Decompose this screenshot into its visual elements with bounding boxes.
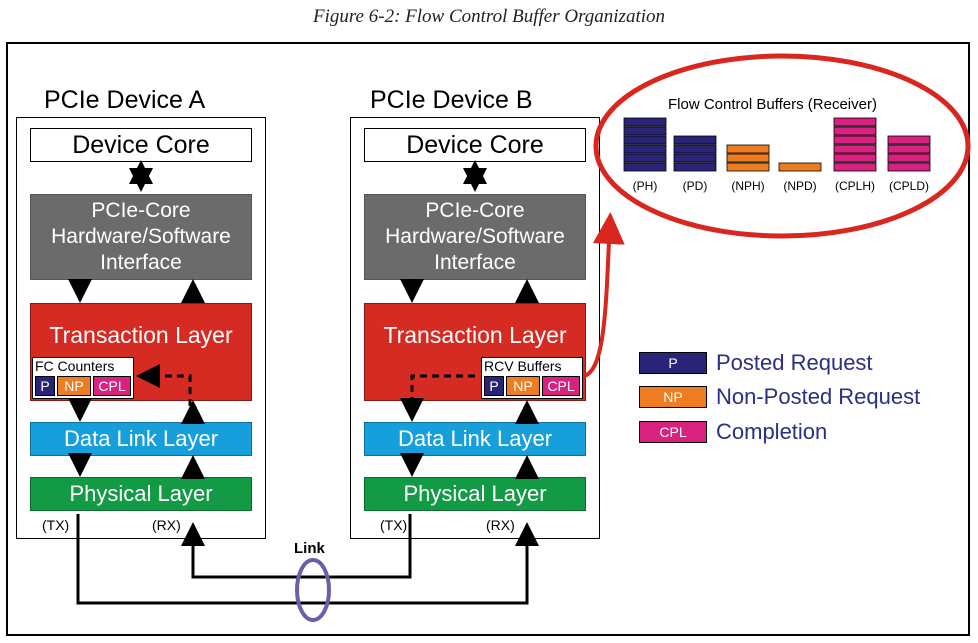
buffer-slot (887, 135, 931, 145)
legend-chip-np: NP (639, 386, 707, 408)
device-a-interface-line1: PCIe-Core (91, 199, 191, 222)
device-a-interface: PCIe-Core Hardware/Software Interface (30, 194, 252, 280)
device-a-physical-layer: Physical Layer (30, 477, 252, 511)
buffer-slot (887, 153, 931, 163)
device-b-tx-label: (TX) (380, 517, 408, 533)
a-fc-update-path (136, 364, 192, 418)
buffers-title: Flow Control Buffers (Receiver) (668, 96, 877, 113)
buffer-slot (623, 144, 667, 154)
buffer-slot (778, 162, 822, 172)
device-b-core: Device Core (364, 128, 586, 162)
buffers-callout-arrow (583, 212, 625, 378)
device-a-tx-label: (TX) (42, 517, 70, 533)
link-a-to-b-wire (76, 514, 539, 605)
chip-p: P (484, 376, 504, 396)
buffers-callout-ellipse (593, 53, 971, 239)
buffer-slot (833, 153, 877, 163)
device-a-title: PCIe Device A (44, 86, 206, 114)
legend-chip-p: P (639, 352, 707, 374)
buffer-slot (833, 162, 877, 172)
chip-p: P (35, 376, 55, 396)
buffer-slot (887, 144, 931, 154)
device-a-rx-label: (RX) (152, 517, 181, 533)
buffer-slot (833, 126, 877, 136)
legend-label-posted: Posted Request (716, 350, 873, 375)
buffer-label: (NPH) (731, 179, 765, 193)
buffer-label: (NPD) (783, 179, 817, 193)
buffer-slot (673, 135, 717, 145)
buffer-label: (PD) (682, 179, 708, 193)
rcv-buffers-label: RCV Buffers (484, 358, 562, 374)
buffer-slot (726, 144, 770, 154)
device-b-interface: PCIe-Core Hardware/Software Interface (364, 194, 586, 280)
chip-np: NP (57, 376, 91, 396)
buffer-slot (833, 117, 877, 127)
device-b-rx-label: (RX) (486, 517, 515, 533)
buffer-slot (887, 162, 931, 172)
device-b-physical-layer: Physical Layer (364, 477, 586, 511)
device-a-core: Device Core (30, 128, 252, 162)
device-a-interface-line2: Hardware/Software (51, 225, 231, 248)
link-label: Link (294, 540, 325, 557)
device-b-interface-line1: PCIe-Core (425, 199, 525, 222)
buffer-slot (726, 153, 770, 163)
device-b-rcv-buffers: RCV Buffers P NP CPL (481, 357, 583, 399)
buffer-label: (CPLH) (834, 179, 875, 193)
buffer-slot (623, 153, 667, 163)
buffer-slot (623, 162, 667, 172)
b-fc-update-path (410, 374, 478, 416)
device-a-interface-line3: Interface (100, 251, 182, 274)
buffer-slot (623, 135, 667, 145)
buffer-slot (673, 153, 717, 163)
buffer-stacks (623, 117, 931, 172)
device-b-data-link-layer: Data Link Layer (364, 422, 586, 456)
device-b-interface-line3: Interface (434, 251, 516, 274)
legend-label-completion: Completion (716, 419, 828, 444)
buffer-slot (623, 126, 667, 136)
buffer-slot (623, 117, 667, 127)
chip-cpl: CPL (93, 376, 131, 396)
buffer-label: (CPLD) (888, 179, 929, 193)
buffer-slot (673, 144, 717, 154)
device-b-interface-line2: Hardware/Software (385, 225, 565, 248)
device-a-data-link-layer: Data Link Layer (30, 422, 252, 456)
legend-label-non-posted: Non-Posted Request (716, 384, 921, 409)
buffer-slot (673, 162, 717, 172)
buffer-label: (PH) (632, 179, 658, 193)
chip-cpl: CPL (542, 376, 580, 396)
device-a-fc-counters: FC Counters P NP CPL (32, 357, 134, 399)
link-ellipse (295, 558, 331, 622)
legend-chip-cpl: CPL (639, 421, 707, 443)
figure-caption: Figure 6-2: Flow Control Buffer Organiza… (312, 6, 666, 27)
buffer-slot (833, 135, 877, 145)
chip-np: NP (506, 376, 540, 396)
fc-counters-label: FC Counters (35, 358, 115, 374)
link-b-to-a-wire (181, 514, 412, 579)
device-b-title: PCIe Device B (370, 86, 533, 114)
buffer-slot (833, 144, 877, 154)
diagram-frame (6, 42, 970, 636)
buffer-slot (726, 162, 770, 172)
